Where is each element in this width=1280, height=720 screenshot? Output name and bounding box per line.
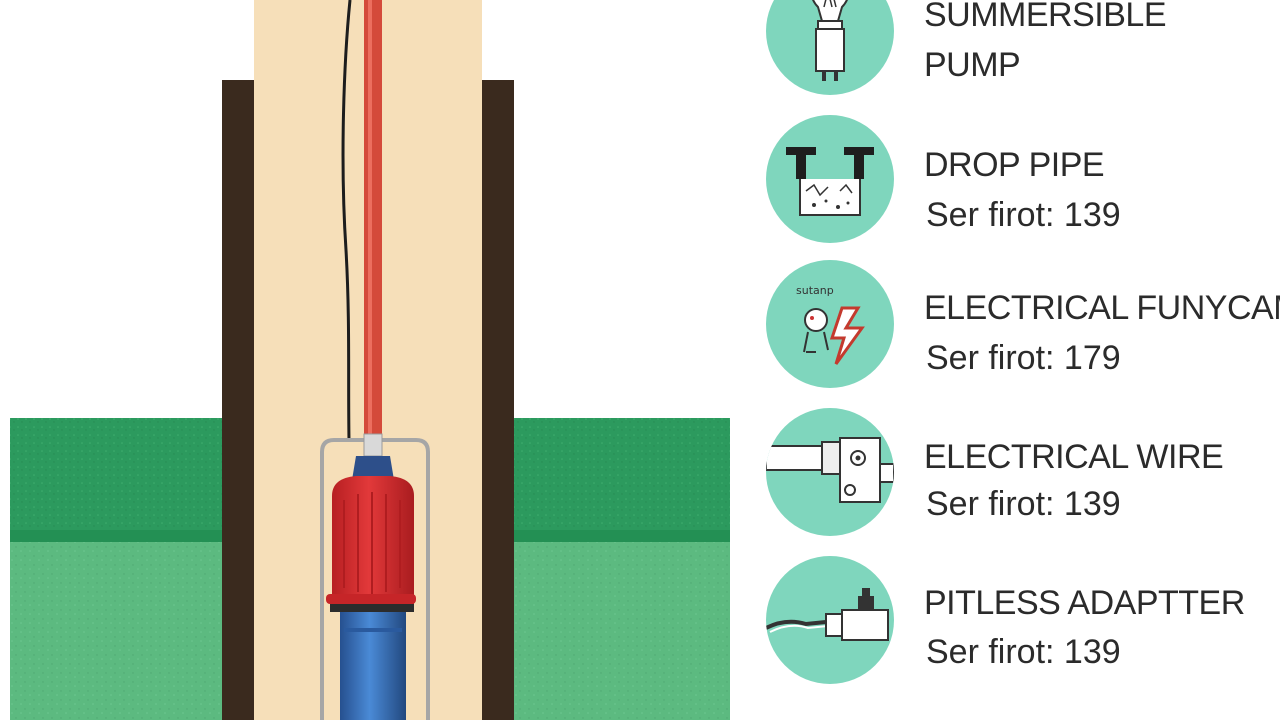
legend-item-submersible-pump: SUMMERSIBLE PUMP	[764, 0, 1280, 97]
legend-item-electrical-wire: ELECTRICAL WIRE Ser firot: 139	[764, 408, 1280, 538]
badge-caption: sutanp	[796, 284, 834, 297]
well-cross-section	[10, 0, 730, 720]
legend-item-pitless-adapter: PITLESS ADAPTTER Ser firot: 139	[764, 556, 1280, 686]
legend-item-electrical: sutanp ELECTRICAL FUNYCAMI Ser firot: 17…	[764, 260, 1280, 390]
legend-item-drop-pipe: DROP PIPE Ser firot: 139	[764, 115, 1280, 245]
legend-title: PITLESS ADAPTTER	[924, 584, 1245, 622]
electrical-spark-icon: sutanp	[766, 260, 894, 388]
legend-subtitle: Ser firot: 139	[926, 485, 1121, 523]
well-wall-right	[482, 80, 514, 720]
legend-subtitle: Ser firot: 139	[926, 196, 1121, 234]
light-bulb-icon	[766, 0, 894, 95]
electrical-wire-icon	[766, 408, 894, 536]
legend-title: DROP PIPE	[924, 146, 1105, 184]
legend-subtitle: Ser firot: 139	[926, 633, 1121, 671]
pitless-adapter-icon	[766, 556, 894, 684]
component-legend: SUMMERSIBLE PUMP DR	[764, 0, 1280, 720]
legend-subtitle: Ser firot: 179	[926, 339, 1121, 377]
submersible-pump	[326, 476, 416, 720]
legend-title-line2: PUMP	[924, 46, 1021, 84]
pump-neck	[352, 456, 394, 480]
drop-pipe-icon	[766, 115, 894, 243]
legend-title: ELECTRICAL WIRE	[924, 438, 1224, 476]
legend-title: SUMMERSIBLE	[924, 0, 1167, 34]
pump-coupling	[363, 433, 383, 457]
well-wall-left	[222, 80, 254, 720]
legend-title: ELECTRICAL FUNYCAMI	[924, 289, 1280, 327]
drop-pipe	[364, 0, 382, 438]
electrical-wire	[341, 0, 352, 441]
